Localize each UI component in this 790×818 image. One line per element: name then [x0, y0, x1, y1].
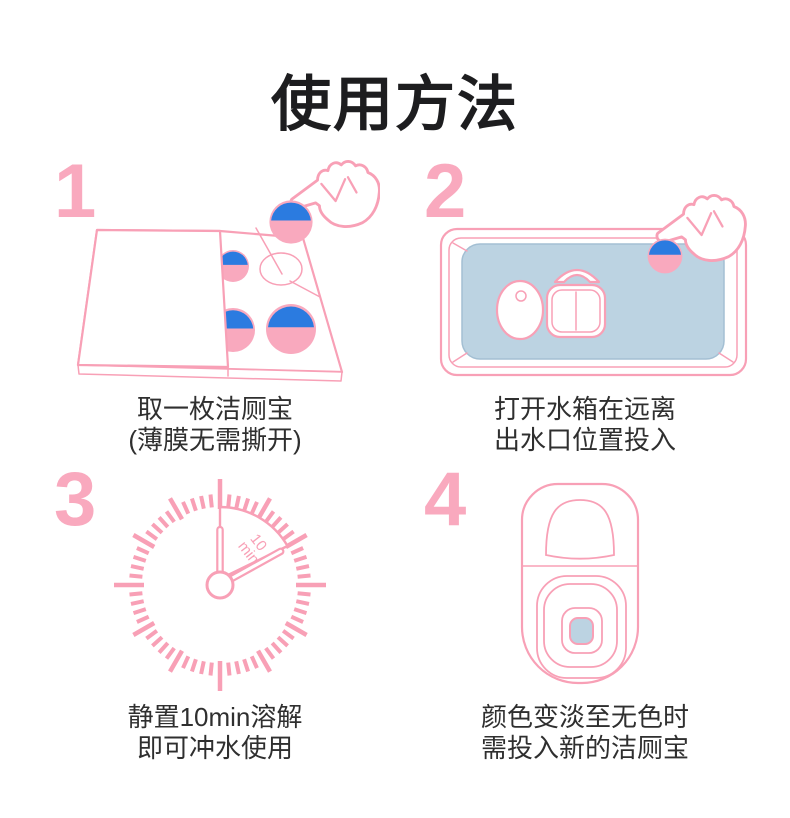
clock-ticks	[114, 479, 326, 691]
clock-center	[205, 570, 235, 600]
rim-corner-line	[452, 242, 468, 252]
step-1: 1 取一枚洁厕宝 (薄膜无需撕开)	[50, 150, 390, 462]
valve-arch	[553, 268, 601, 284]
caption-line: 即可冲水使用	[136, 733, 293, 763]
timer-clock-illustration: 10 min	[114, 479, 326, 691]
bowl-outer	[536, 575, 627, 679]
caption-line: 需投入新的洁厕宝	[480, 733, 689, 763]
caption-line: 打开水箱在远离	[493, 394, 676, 424]
toilet-top-view-illustration	[520, 482, 640, 685]
tablet-picked	[269, 200, 313, 244]
step-3-caption: 静置10min溶解 即可冲水使用	[50, 702, 380, 764]
empty-slot	[259, 252, 303, 286]
caption-line: 取一枚洁厕宝	[136, 394, 293, 424]
rim-corner-line	[452, 352, 468, 363]
rim-corner-line	[718, 352, 734, 363]
tablet-bottom-right	[266, 304, 316, 354]
tray-bottom-edge	[77, 364, 343, 382]
caption-line: 出水口位置投入	[493, 425, 676, 455]
drain-water	[569, 617, 594, 645]
step-2-caption: 打开水箱在远离 出水口位置投入	[420, 394, 750, 456]
toilet-tank-illustration	[439, 194, 748, 377]
tank-inner-rim	[448, 237, 738, 368]
tank-lid	[545, 499, 615, 560]
step-1-caption: 取一枚洁厕宝 (薄膜无需撕开)	[50, 394, 380, 456]
caption-line: 静置10min溶解	[127, 702, 303, 732]
step-4-caption: 颜色变淡至无色时 需投入新的洁厕宝	[420, 702, 750, 764]
bowl-inner	[543, 583, 618, 668]
motion-line	[255, 227, 283, 275]
box-lid	[76, 228, 230, 369]
tablet-box-illustration	[76, 160, 380, 382]
drain-outer	[561, 607, 603, 654]
step-2: 2 打开水箱在远离 出水口位置投入	[420, 150, 760, 462]
caption-line: 颜色变淡至无色时	[480, 702, 689, 732]
step-1-number: 1	[54, 149, 97, 234]
tablet-dropped	[647, 238, 683, 274]
page-title: 使用方法	[271, 71, 519, 138]
step-3: 3 10 min 静置10min溶解 即可冲水使用	[50, 458, 390, 770]
step-4-number: 4	[424, 457, 467, 542]
step-3-number: 3	[54, 457, 97, 542]
flush-valve-inner	[551, 289, 601, 333]
clock-wedge	[218, 505, 289, 579]
step-4: 4 颜色变淡至无色时 需投入新的洁厕宝	[420, 458, 760, 770]
tank-float	[495, 279, 545, 341]
caption-line: (薄膜无需撕开)	[128, 425, 302, 455]
motion-line	[289, 280, 321, 298]
float-hole	[515, 290, 527, 302]
step-2-number: 2	[424, 149, 467, 234]
